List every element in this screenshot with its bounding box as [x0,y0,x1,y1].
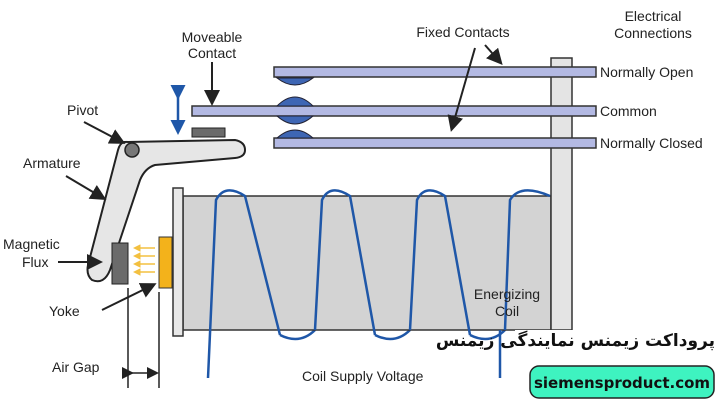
watermark-persian-text: پروداکت زیمنس نمایندگی زیمنس [435,330,715,352]
contact-domes [275,77,315,139]
armature-pole [111,242,129,285]
normally-open-label: Normally Open [600,64,693,80]
coil-wire [206,189,551,379]
fixed-contacts-label: Fixed Contacts [416,24,509,40]
watermark-badge [529,365,715,399]
energizing-coil-label-2: Coil [495,303,519,319]
armature [86,138,247,283]
coil-flange [172,187,184,337]
energizing-coil-label: Energizing [474,286,540,302]
coil-body [182,195,552,331]
flux-arrows [133,244,155,276]
coil-wire-back [279,329,506,341]
normally-open-bar [273,66,597,78]
yoke [158,236,173,289]
magnetic-flux-label-2: Flux [22,254,48,270]
watermark-url: siemensproduct.com [534,374,710,392]
air-gap-dimension [122,288,160,388]
moveable-contact-label: Moveable [182,29,243,45]
magnetic-flux-label: Magnetic [3,236,60,252]
electrical-connections-label: Electrical [625,8,682,24]
pivot-pin [124,142,140,158]
armature-label: Armature [23,155,81,171]
moveable-contact-block [191,127,226,138]
yoke-label: Yoke [49,303,80,319]
electrical-connections-label-2: Connections [614,25,692,41]
terminal-post [550,57,573,331]
common-bar [191,105,597,117]
moveable-contact-label-2: Contact [188,45,236,61]
pivot-label: Pivot [67,102,98,118]
air-gap-label: Air Gap [52,359,100,375]
normally-closed-label: Normally Closed [600,135,703,151]
normally-closed-bar [273,137,597,149]
coil-supply-voltage-label: Coil Supply Voltage [302,368,424,384]
common-label: Common [600,103,657,119]
